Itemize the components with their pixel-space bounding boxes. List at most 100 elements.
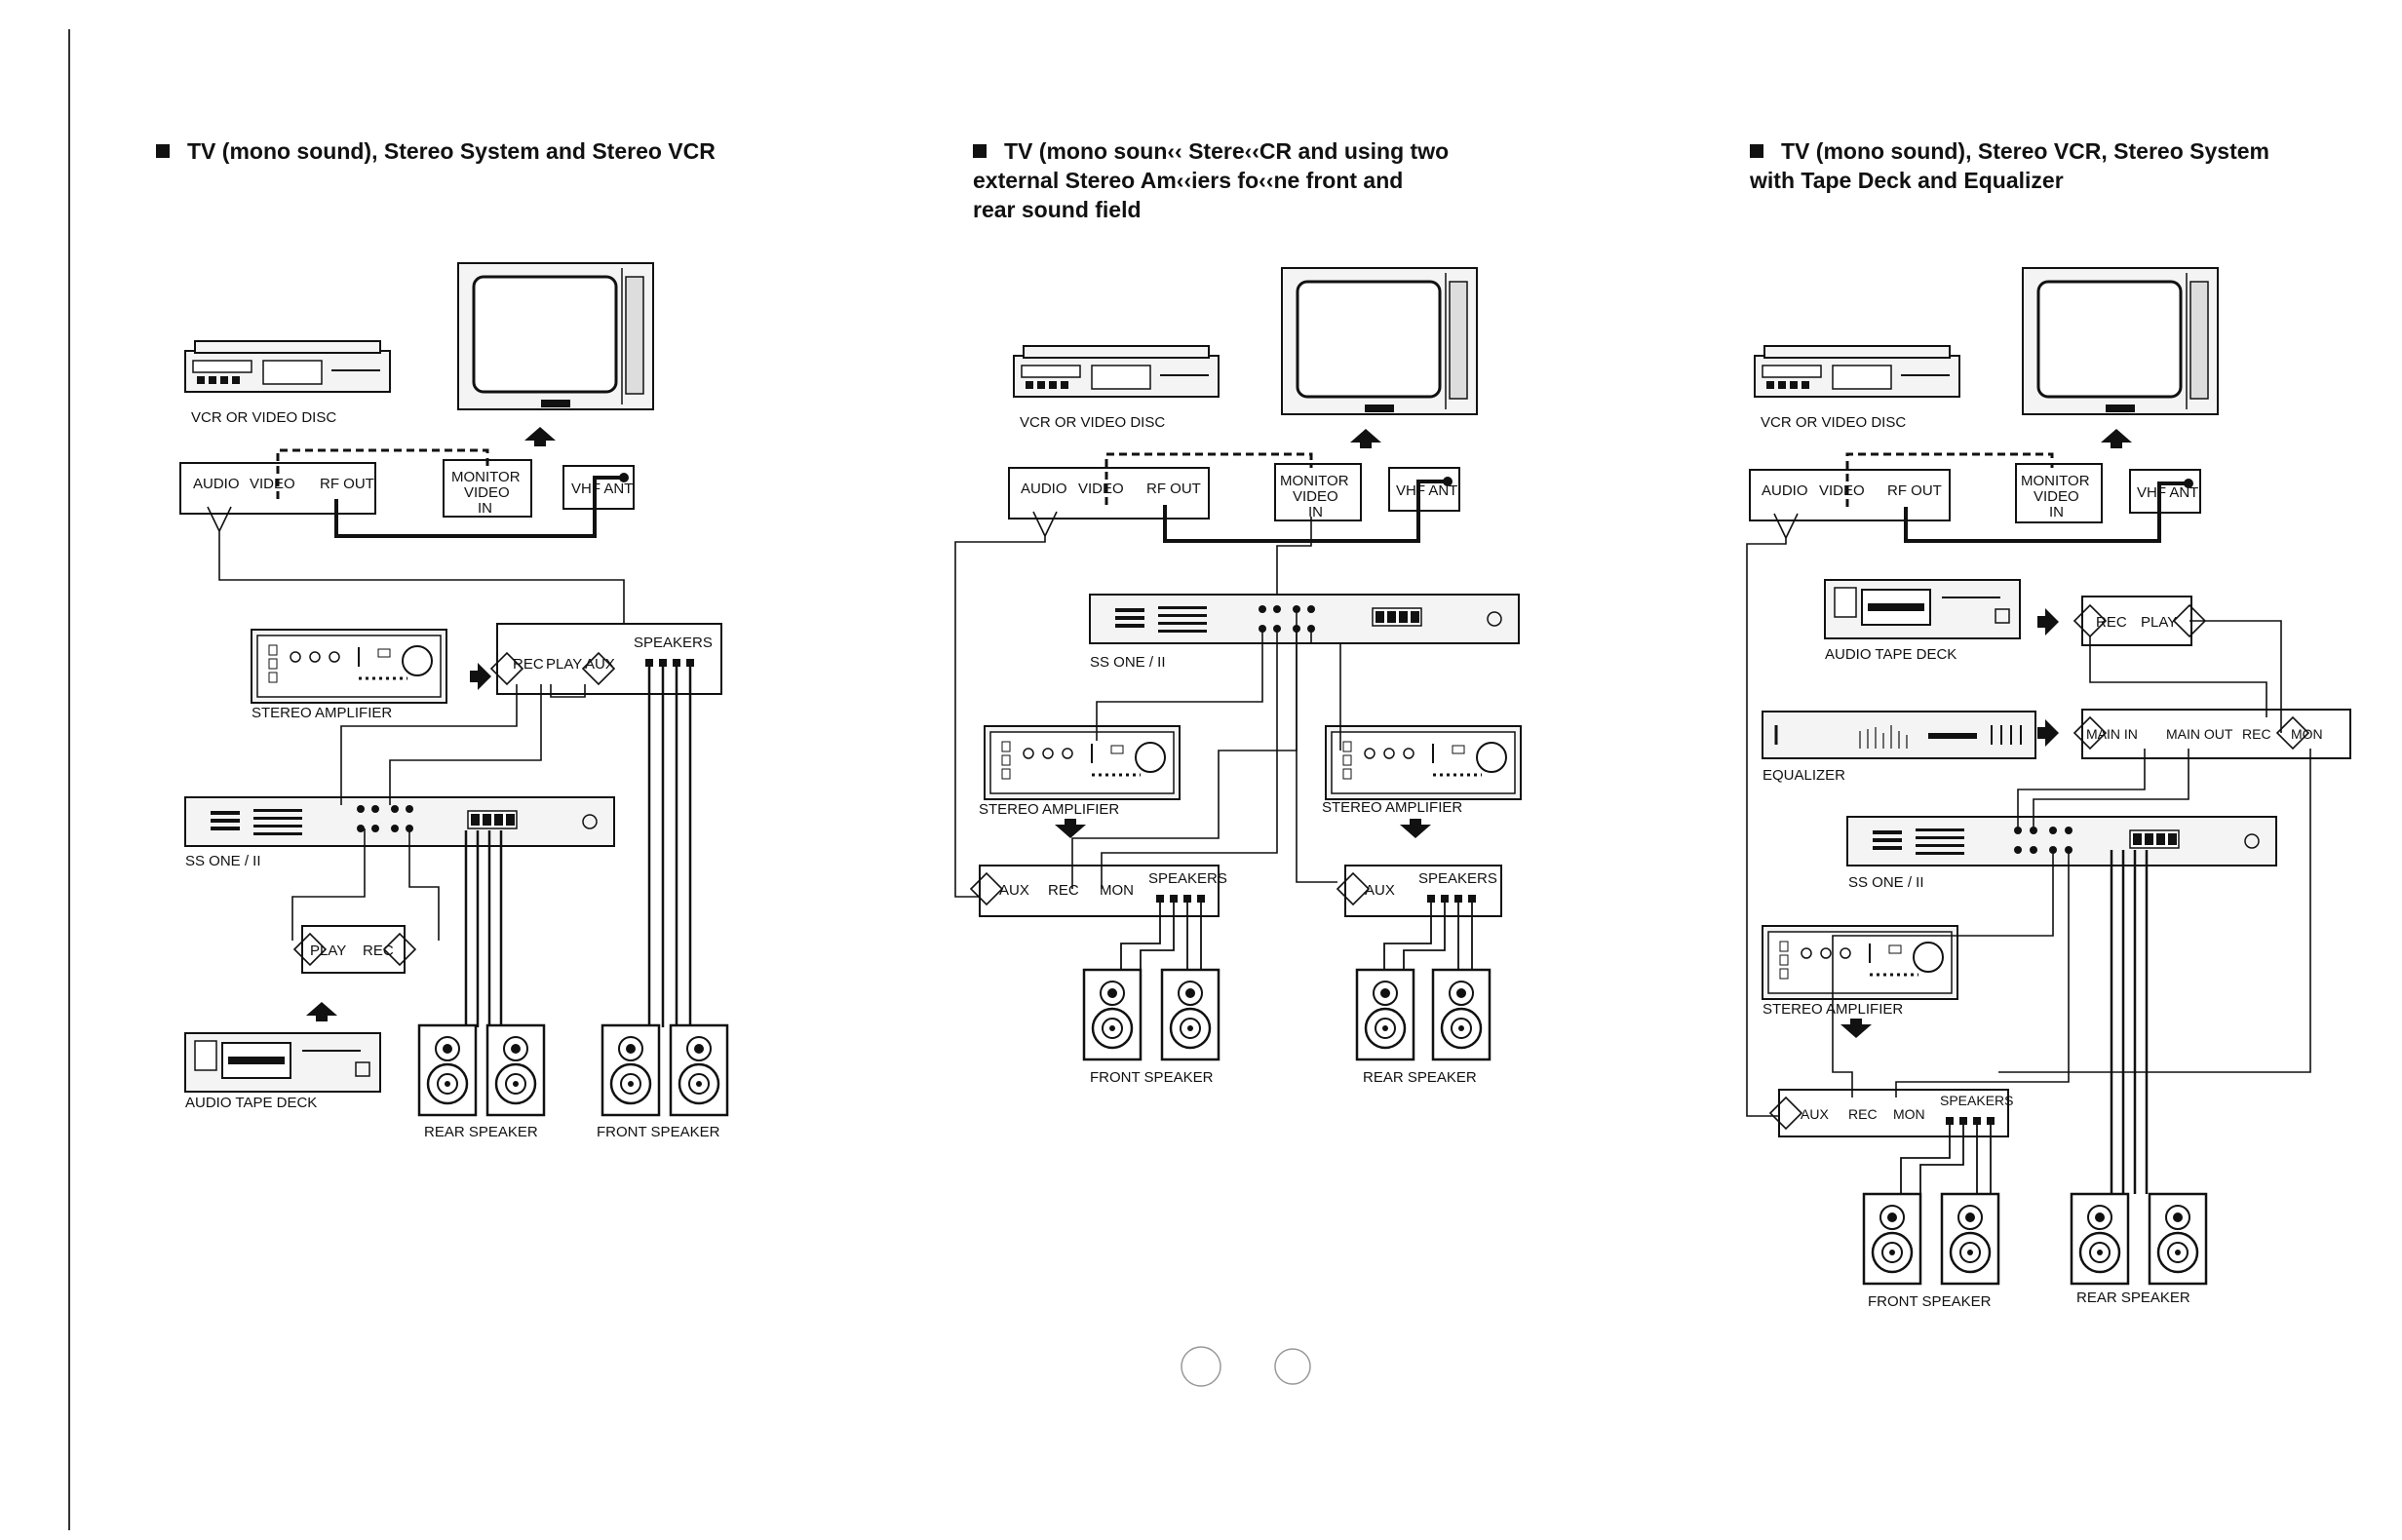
deck-rec-label: REC xyxy=(363,943,394,959)
panel-3-diagram: VCR OR VIDEO DISC AUDIO VIDEO RF OUT MON… xyxy=(1746,266,2351,1310)
audio-tape-deck-icon xyxy=(1824,579,2021,639)
eq-rec-label: REC xyxy=(2242,726,2271,742)
main-out-label: MAIN OUT xyxy=(2166,726,2233,742)
panel-3-title-line1: TV (mono sound), Stereo VCR, Stereo Syst… xyxy=(1781,138,2269,164)
mon-label: MON xyxy=(1100,882,1134,899)
monitor-label: MONITOR xyxy=(2021,473,2090,489)
rf-out-jack-label: RF OUT xyxy=(1146,481,1201,497)
panel-2-title-line3: rear sound field xyxy=(973,197,1142,222)
monitor-in-label: IN xyxy=(1308,504,1323,520)
rear-speaker-left-icon xyxy=(1355,968,1415,1061)
vcr-device-icon xyxy=(1754,345,1960,398)
vhf-ant-label: VHF ANT xyxy=(571,481,633,497)
vhf-ant-panel xyxy=(562,465,635,510)
audio-jack-label: AUDIO xyxy=(1021,481,1067,497)
tape-deck-jack-panel xyxy=(301,925,406,974)
panel-2-title-line1: TV (mono soun‹‹ Stere‹‹CR and using two xyxy=(1004,138,1450,164)
monitor-label: MONITOR xyxy=(451,469,521,485)
video-jack-label: VIDEO xyxy=(1078,481,1124,497)
rear-speaker-label: REAR SPEAKER xyxy=(1363,1069,1477,1086)
front-speaker-right-icon xyxy=(1940,1192,2000,1286)
play-label: PLAY xyxy=(546,656,582,673)
ss-one-unit-icon xyxy=(184,796,615,847)
rear-speaker-left-icon xyxy=(2070,1192,2130,1286)
vcr-jack-panel xyxy=(1008,467,1210,520)
front-speaker-label: FRONT SPEAKER xyxy=(1868,1293,1992,1310)
vcr-label: VCR OR VIDEO DISC xyxy=(1020,414,1165,431)
page-margin-line xyxy=(68,29,70,1530)
vhf-ant-panel xyxy=(2129,469,2201,514)
right-arrow-icon xyxy=(2037,608,2059,635)
stereo-amplifier-icon xyxy=(250,628,448,705)
down-arrow-icon xyxy=(1400,819,1431,838)
audio-tape-deck-icon xyxy=(184,1032,381,1093)
deck-label: AUDIO TAPE DECK xyxy=(1825,646,1956,663)
bullet-icon xyxy=(973,143,987,158)
vhf-ant-label: VHF ANT xyxy=(1396,482,1457,499)
rear-speaker-left-icon xyxy=(417,1023,478,1117)
binding-holes xyxy=(1181,1346,1311,1387)
amplifier-right-label: STEREO AMPLIFIER xyxy=(1322,799,1462,816)
ss-label: SS ONE / II xyxy=(1090,654,1166,671)
panel-2-diagram: VCR OR VIDEO DISC AUDIO VIDEO RF OUT MON… xyxy=(954,266,1523,1086)
panel-3-title: TV (mono sound), Stereo VCR, Stereo Syst… xyxy=(1750,136,2269,195)
ss-one-unit-icon xyxy=(1089,594,1520,644)
rear-speaker-right-icon xyxy=(2148,1192,2208,1286)
front-speaker-right-icon xyxy=(669,1023,729,1117)
left-amp-rear-panel xyxy=(979,865,1220,917)
rear-speaker-label: REAR SPEAKER xyxy=(424,1124,538,1140)
stereo-amplifier-right-icon xyxy=(1324,724,1523,801)
deck-label: AUDIO TAPE DECK xyxy=(185,1095,317,1111)
front-speaker-left-icon xyxy=(600,1023,661,1117)
front-speaker-label: FRONT SPEAKER xyxy=(597,1124,720,1140)
tv-device-icon xyxy=(1280,266,1479,416)
aux-label: AUX xyxy=(999,882,1029,899)
bullet-icon xyxy=(156,143,170,158)
right-arrow-icon xyxy=(2037,719,2059,747)
tv-device-icon xyxy=(456,261,655,411)
deck-rec-label: REC xyxy=(2096,614,2127,631)
monitor-video-label: VIDEO xyxy=(1293,488,1338,505)
up-arrow-icon xyxy=(306,1002,337,1021)
video-jack-label: VIDEO xyxy=(250,476,295,492)
right-arrow-icon xyxy=(470,663,491,690)
deck-play-label: PLAY xyxy=(310,943,346,959)
amplifier-left-label: STEREO AMPLIFIER xyxy=(979,801,1119,818)
audio-jack-label: AUDIO xyxy=(1762,482,1808,499)
vcr-device-icon xyxy=(184,340,391,393)
vcr-label: VCR OR VIDEO DISC xyxy=(191,409,336,426)
down-arrow-icon xyxy=(1055,819,1086,838)
vcr-device-icon xyxy=(1013,345,1220,398)
aux-right-label: AUX xyxy=(1365,882,1395,899)
vcr-jack-panel xyxy=(1749,469,1951,521)
down-arrow-icon xyxy=(1840,1019,1872,1038)
front-speaker-left-icon xyxy=(1082,968,1143,1061)
monitor-input-panel xyxy=(1274,463,1362,521)
equalizer-jack-panel xyxy=(2081,709,2351,759)
stereo-amplifier-icon xyxy=(1761,924,1959,1001)
up-arrow-icon xyxy=(524,427,556,446)
amp-mon-label: MON xyxy=(1893,1106,1925,1122)
monitor-in-label: IN xyxy=(478,500,492,517)
speakers-label: SPEAKERS xyxy=(1940,1093,2013,1108)
rec-label: REC xyxy=(513,656,544,673)
amp-rec-label: REC xyxy=(1848,1106,1878,1122)
rear-speaker-label: REAR SPEAKER xyxy=(2076,1290,2190,1306)
main-in-label: MAIN IN xyxy=(2086,726,2138,742)
panel-2-title: TV (mono soun‹‹ Stere‹‹CR and using two … xyxy=(973,136,1449,224)
audio-jack-label: AUDIO xyxy=(193,476,240,492)
bullet-icon xyxy=(1750,143,1763,158)
up-arrow-icon xyxy=(2101,429,2132,448)
front-speaker-label: FRONT SPEAKER xyxy=(1090,1069,1214,1086)
amp-rear-panel xyxy=(496,623,722,695)
monitor-in-label: IN xyxy=(2049,504,2064,520)
panel-1-title-line1: TV (mono sound), Stereo System and Stere… xyxy=(187,138,716,164)
panel-1-title: TV (mono sound), Stereo System and Stere… xyxy=(156,136,716,166)
deck-play-label: PLAY xyxy=(2141,614,2177,631)
speakers-right-label: SPEAKERS xyxy=(1418,870,1497,887)
monitor-video-label: VIDEO xyxy=(2034,488,2079,505)
video-jack-label: VIDEO xyxy=(1819,482,1865,499)
vhf-ant-panel xyxy=(1388,467,1460,512)
rec-label: REC xyxy=(1048,882,1079,899)
